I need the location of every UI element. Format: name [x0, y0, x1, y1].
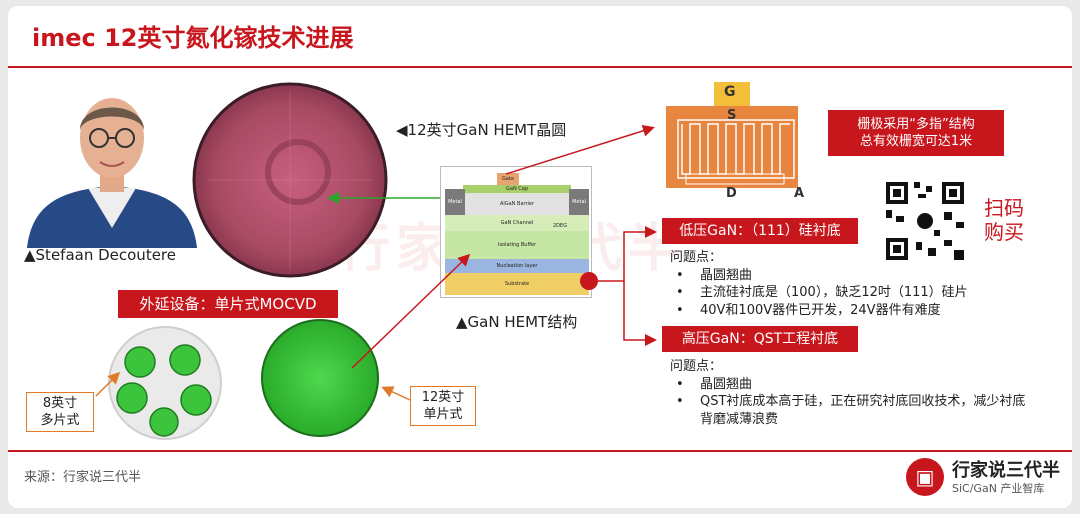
finger-label-a: A — [794, 186, 805, 201]
big-wafer-note-line2: 单片式 — [423, 407, 463, 422]
finger-note: 栅极采用“多指”结构 总有效栅宽可达1米 — [828, 110, 1004, 156]
big-wafer-note-arrow — [381, 386, 411, 401]
high-voltage-issue: QST衬底成本高于硅，正在研究衬底回收技术，减少衬底 — [670, 393, 1060, 411]
hemt-marker-dot — [580, 272, 598, 290]
hemt-structure-diagram: Gate GaN Cap Metal Metal AlGaN Barrier G… — [440, 166, 592, 298]
hemt-metal-right: Metal — [569, 189, 589, 215]
low-voltage-issue: 晶圆翘曲 — [670, 267, 1050, 285]
hemt-cap: GaN Cap — [463, 185, 571, 193]
gan-wafer-image — [192, 82, 388, 278]
hemt-2deg: 2DEG — [553, 223, 568, 229]
dot-to-high-voltage-arrow — [623, 281, 657, 346]
high-voltage-issues-title: 问题点： — [670, 359, 723, 374]
small-wafer-note: 8英寸 多片式 — [26, 392, 94, 432]
qr-label-line2: 购买 — [984, 220, 1024, 244]
finger-label-d: D — [726, 186, 737, 201]
finger-label-g: G — [724, 84, 736, 100]
hemt-barrier: AlGaN Barrier — [465, 193, 569, 215]
big-wafer-note: 12英寸 单片式 — [410, 386, 476, 426]
page-title: imec 12英寸氮化镓技术进展 — [32, 24, 354, 52]
footer-divider — [8, 450, 1072, 452]
single-wafer-image — [261, 319, 379, 437]
brand-name: 行家说三代半 — [952, 460, 1060, 481]
hemt-metal-left: Metal — [445, 189, 465, 215]
hemt-buffer: Isolating Buffer — [445, 231, 589, 259]
finger-note-line2: 总有效栅宽可达1米 — [859, 134, 973, 149]
high-voltage-title: 高压GaN：QST工程衬底 — [662, 326, 858, 352]
person-caption: ▲Stefaan Decoutere — [24, 246, 176, 264]
hemt-substrate: Substrate — [445, 273, 589, 295]
big-wafer-note-line1: 12英寸 — [421, 390, 465, 405]
title-divider — [8, 66, 1072, 68]
hemt-gate: Gate — [497, 173, 519, 185]
hemt-caption: ▲GaN HEMT结构 — [456, 313, 578, 331]
multi-wafer-carrier-image — [108, 326, 222, 440]
person-photo — [22, 78, 202, 248]
slide: imec 12英寸氮化镓技术进展 行家说三代半 ▲Stefaan Decoute… — [8, 6, 1072, 508]
qr-label-line1: 扫码 — [984, 196, 1024, 220]
hemt-nucleation: Nucleation layer — [445, 259, 589, 273]
wafer-caption: ◀12英寸GaN HEMT晶圆 — [396, 121, 567, 139]
hemt-channel: GaN Channel — [445, 215, 589, 231]
small-wafer-note-line1: 8英寸 — [42, 396, 78, 411]
brand-tagline: SiC/GaN 产业智库 — [952, 482, 1045, 495]
low-voltage-issues: 问题点： 晶圆翘曲 主流硅衬底是（100），缺乏12吋（111）硅片 40V和1… — [670, 249, 1050, 319]
low-voltage-issue: 主流硅衬底是（100），缺乏12吋（111）硅片 — [670, 284, 1050, 302]
low-voltage-issue: 40V和100V器件已开发，24V器件有难度 — [670, 302, 1050, 320]
low-voltage-title: 低压GaN：（111）硅衬底 — [662, 218, 858, 244]
qr-label: 扫码 购买 — [984, 196, 1024, 244]
mocvd-label: 外延设备：单片式MOCVD — [118, 290, 338, 318]
small-wafer-note-line2: 多片式 — [40, 413, 80, 428]
brand-logo-icon: ▣ — [906, 458, 944, 496]
high-voltage-issue-continuation: 背磨减薄浪费 — [700, 411, 779, 427]
qr-code-image — [882, 178, 968, 264]
finger-note-line1: 栅极采用“多指”结构 — [857, 117, 975, 132]
finger-gate-diagram — [666, 82, 798, 188]
source-note: 来源：行家说三代半 — [24, 470, 142, 485]
high-voltage-issue: 晶圆翘曲 — [670, 376, 1060, 394]
low-voltage-issues-title: 问题点： — [670, 250, 723, 265]
finger-label-s: S — [727, 108, 737, 123]
high-voltage-issues: 问题点： 晶圆翘曲 QST衬底成本高于硅，正在研究衬底回收技术，减少衬底 背磨减… — [670, 358, 1060, 428]
